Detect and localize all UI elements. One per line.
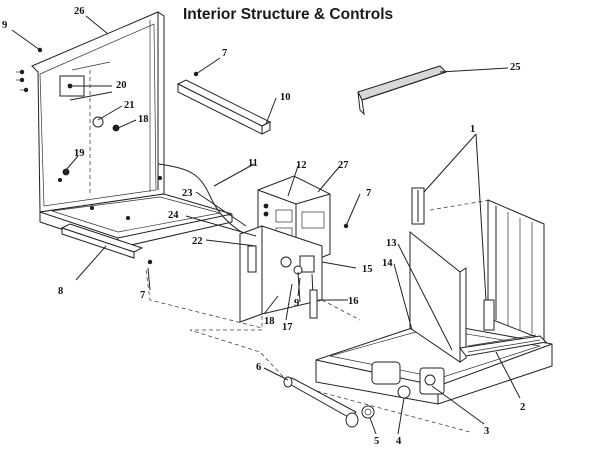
callout-24: 24 — [168, 210, 179, 221]
callout-18: 18 — [264, 316, 275, 327]
screws — [147, 71, 349, 265]
fitting-5 — [361, 405, 375, 419]
tube-end-cap — [345, 412, 359, 428]
callout-labels: 9 26 7 20 10 21 18 19 11 12 27 7 23 24 2… — [2, 6, 525, 447]
cabinet-door-panel — [409, 230, 467, 363]
callout-11: 11 — [248, 158, 258, 169]
callout-9: 9 — [2, 20, 7, 31]
callout-19: 19 — [74, 148, 85, 159]
callout-7: 7 — [222, 48, 227, 59]
callout-25: 25 — [510, 62, 521, 73]
callout-17: 17 — [282, 322, 293, 333]
callout-15: 15 — [362, 264, 373, 275]
callout-2: 2 — [520, 402, 525, 413]
callout-18: 18 — [138, 114, 149, 125]
callout-7: 7 — [366, 188, 371, 199]
callout-8: 8 — [58, 286, 63, 297]
callout-20: 20 — [116, 80, 127, 91]
callout-23: 23 — [182, 188, 193, 199]
callout-26: 26 — [74, 6, 85, 17]
callout-16: 16 — [348, 296, 359, 307]
page-title: Interior Structure & Controls — [183, 6, 394, 23]
drawer-rail — [411, 187, 495, 331]
callout-1: 1 — [470, 124, 475, 135]
callout-10: 10 — [280, 92, 291, 103]
callout-13: 13 — [386, 238, 397, 249]
callout-9: 9 — [294, 298, 299, 309]
callout-7: 7 — [140, 290, 145, 301]
pump-assembly — [371, 361, 445, 399]
drip-tray-grill — [459, 334, 548, 357]
cabinet-interior-wall — [487, 199, 545, 341]
rail-bracket-lower — [60, 223, 144, 259]
rail-bracket-upper — [176, 79, 272, 135]
callout-6: 6 — [256, 362, 261, 373]
mounting-plate — [239, 225, 323, 323]
callout-4: 4 — [396, 436, 402, 447]
tube-6 — [283, 376, 357, 419]
callout-21: 21 — [124, 100, 135, 111]
callout-14: 14 — [382, 258, 393, 269]
callout-22: 22 — [192, 236, 203, 247]
leader-lines — [11, 15, 521, 435]
back-wall-frame — [16, 11, 233, 249]
callout-3: 3 — [484, 426, 489, 437]
callout-5: 5 — [374, 436, 379, 447]
callout-12: 12 — [296, 160, 307, 171]
cover-25 — [357, 65, 447, 116]
callout-27: 27 — [338, 160, 349, 171]
